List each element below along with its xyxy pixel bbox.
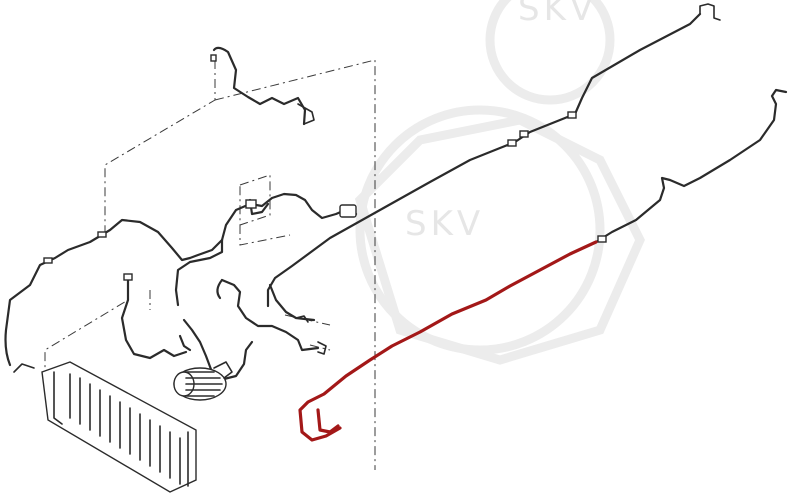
pressure-line-upper bbox=[594, 88, 788, 244]
left-long-pipe bbox=[4, 218, 224, 373]
center-hose-assembly bbox=[174, 192, 358, 307]
right-hose-assembly bbox=[216, 278, 327, 355]
long-suction-line bbox=[266, 3, 721, 308]
watermark: SKV SKV bbox=[354, 0, 645, 365]
watermark-text-top: SKV bbox=[518, 0, 597, 29]
highlighted-ac-pipe bbox=[298, 240, 598, 442]
upper-pipe bbox=[210, 46, 315, 126]
condenser bbox=[41, 361, 197, 493]
compressor-hoses bbox=[120, 273, 254, 382]
compressor bbox=[173, 361, 233, 401]
watermark-text-mid: SKV bbox=[405, 204, 484, 244]
